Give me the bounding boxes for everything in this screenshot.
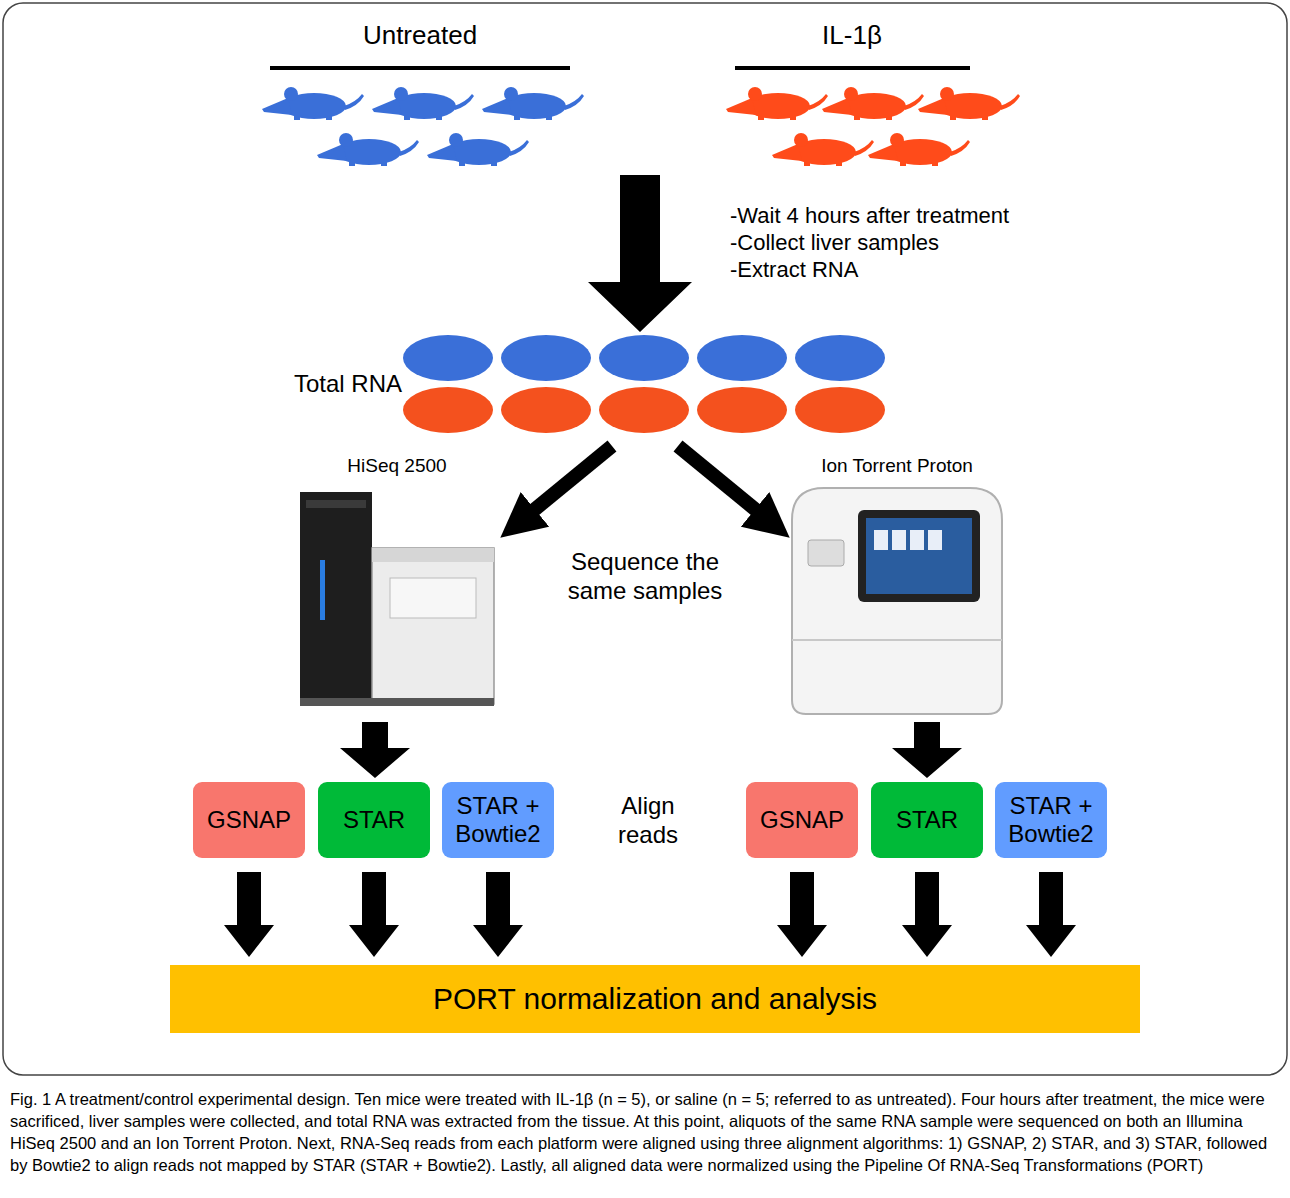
flow-arrow [902, 872, 952, 957]
aligner-box: STAR [871, 782, 983, 858]
aligner-box: STAR [318, 782, 430, 858]
step-note: -Collect liver samples [730, 230, 1090, 256]
mice-untreated [262, 87, 584, 166]
figure-caption: Fig. 1 A treatment/control experimental … [10, 1088, 1278, 1176]
flow-arrow [340, 722, 410, 778]
flow-arrow [528, 446, 612, 515]
step-note: -Extract RNA [730, 257, 1090, 283]
group-bar [270, 66, 570, 70]
aligner-box: GSNAP [746, 782, 858, 858]
node-text: STAR [896, 806, 958, 834]
aligner-box: STAR + Bowtie2 [995, 782, 1107, 858]
flow-arrow [473, 872, 523, 957]
sample-label: Total RNA [282, 370, 402, 399]
group-label: IL-1β [752, 20, 952, 51]
node-text: GSNAP [207, 806, 291, 834]
flow-arrow [892, 722, 962, 778]
node-text: STAR [343, 806, 405, 834]
flow-arrow [224, 872, 274, 957]
step-note: Align reads [588, 792, 708, 850]
rna-samples [403, 335, 885, 433]
node-text: PORT normalization and analysis [433, 982, 877, 1017]
aligner-box: GSNAP [193, 782, 305, 858]
step-note: -Wait 4 hours after treatment [730, 203, 1090, 229]
flow-arrow [349, 872, 399, 957]
flow-arrow [588, 175, 692, 332]
aligner-box: STAR + Bowtie2 [442, 782, 554, 858]
flow-arrow [777, 872, 827, 957]
flow-arrow [678, 446, 762, 515]
node-text: GSNAP [760, 806, 844, 834]
flow-arrow [1026, 872, 1076, 957]
pipeline-bar: PORT normalization and analysis [170, 965, 1140, 1033]
ion-torrent-machine [792, 488, 1002, 714]
machine-label: HiSeq 2500 [287, 455, 507, 478]
mice-treated [726, 87, 1020, 166]
machine-label: Ion Torrent Proton [777, 455, 1017, 478]
step-note: Sequence the same samples [545, 548, 745, 606]
hiseq-machine [300, 492, 494, 706]
group-label: Untreated [290, 20, 550, 51]
node-text: STAR + Bowtie2 [1003, 792, 1099, 847]
node-text: STAR + Bowtie2 [450, 792, 546, 847]
figure-frame [3, 3, 1287, 1075]
group-bar [735, 66, 970, 70]
